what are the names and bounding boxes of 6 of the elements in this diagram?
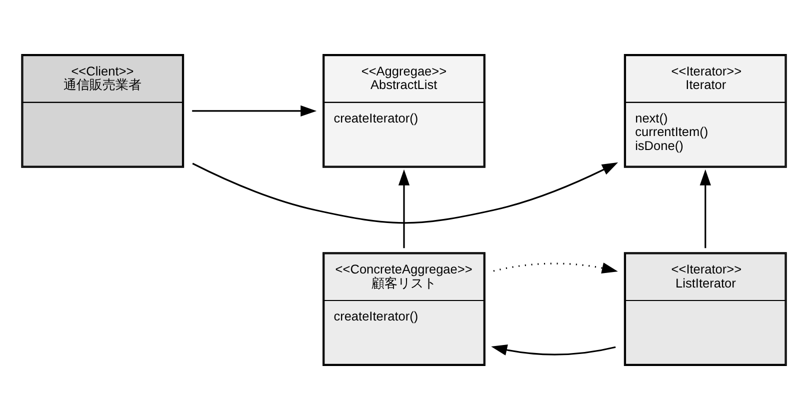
arrow — [192, 104, 317, 116]
arrow — [398, 168, 410, 248]
arrow — [493, 262, 618, 274]
arrow — [491, 344, 616, 355]
arrow — [192, 162, 618, 224]
arrow — [700, 168, 711, 248]
